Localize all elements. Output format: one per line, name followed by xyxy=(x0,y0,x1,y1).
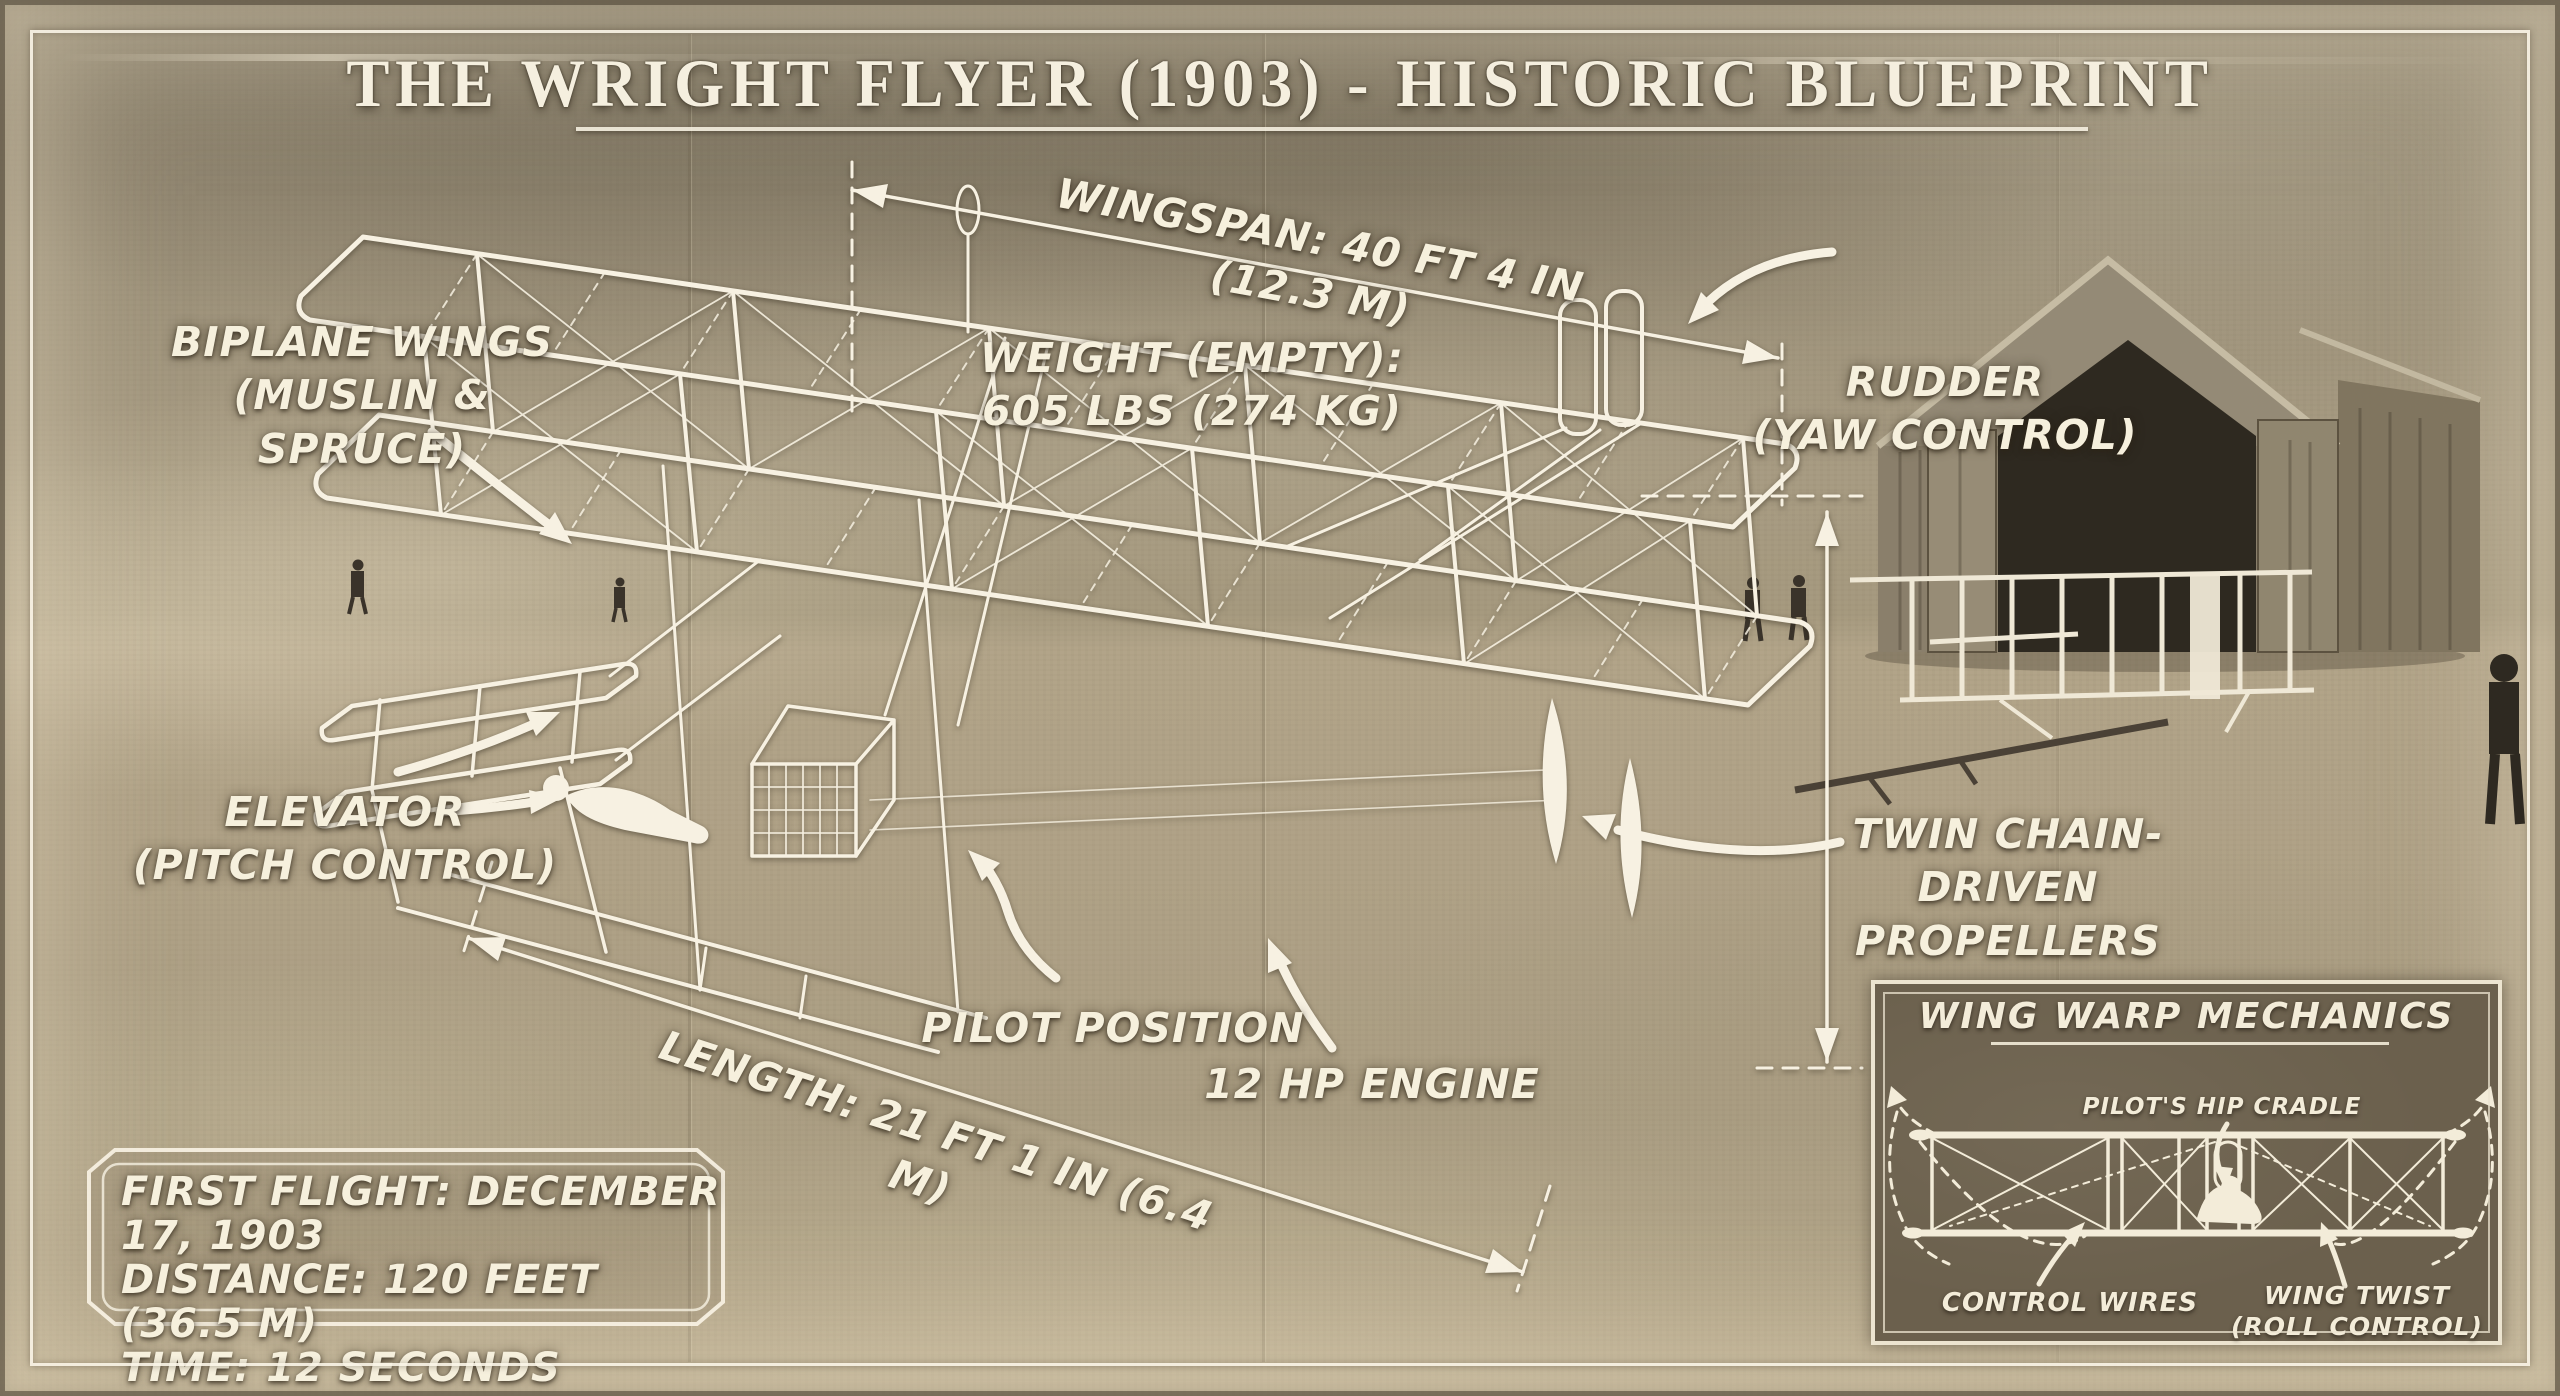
pilot-position-label: PILOT POSITION xyxy=(921,1004,1305,1052)
weight-label: WEIGHT (EMPTY): 605 LBS (274 KG) xyxy=(962,332,1422,439)
biplane-wings-label: BIPLANE WINGS (MUSLIN & SPRUCE) xyxy=(132,316,592,476)
propellers-line2: PROPELLERS xyxy=(1855,916,2161,965)
stats-line-time: TIME: 12 SECONDS xyxy=(121,1345,561,1391)
elevator-line2: (PITCH CONTROL) xyxy=(132,841,558,890)
wing-twist-line1: WING TWIST xyxy=(2263,1281,2450,1310)
scuff-streak-right xyxy=(1620,57,2500,64)
hip-cradle-label: PILOT'S HIP CRADLE xyxy=(2082,1094,2362,1120)
scuff-streak-left xyxy=(60,54,940,61)
biplane-wings-line1: BIPLANE WINGS xyxy=(171,318,553,366)
wing-twist-line2: (ROLL CONTROL) xyxy=(2231,1312,2483,1341)
stats-line-first-flight: FIRST FLIGHT: DECEMBER 17, 1903 xyxy=(121,1169,721,1259)
control-wires-label: CONTROL WIRES xyxy=(1941,1288,2199,1318)
inset-title-underline xyxy=(1991,1042,2389,1045)
wing-warp-inset: WING WARP MECHANICS PILOT'S HIP CRADLE xyxy=(1871,980,2502,1345)
engine-label: 12 HP ENGINE xyxy=(1204,1060,1540,1108)
wing-twist-label: WING TWIST (ROLL CONTROL) xyxy=(2207,1280,2507,1342)
wing-warp-diagram xyxy=(1887,1086,2495,1289)
rudder-line1: RUDDER xyxy=(1845,358,2045,406)
elevator-line1: ELEVATOR xyxy=(224,788,466,836)
weight-label-line1: WEIGHT (EMPTY): xyxy=(979,334,1405,382)
propellers-line1: TWIN CHAIN-DRIVEN xyxy=(1852,810,2164,912)
rudder-line2: (YAW CONTROL) xyxy=(1752,411,2138,460)
page-title: THE WRIGHT FLYER (1903) - HISTORIC BLUEP… xyxy=(346,45,2214,121)
rudder-label: RUDDER (YAW CONTROL) xyxy=(1735,356,2155,463)
biplane-wings-line2: (MUSLIN & SPRUCE) xyxy=(233,371,491,473)
weight-label-line2: 605 LBS (274 KG) xyxy=(982,387,1402,436)
inset-title: WING WARP MECHANICS xyxy=(1918,996,2455,1037)
first-flight-stats-box: FIRST FLIGHT: DECEMBER 17, 1903 DISTANCE… xyxy=(85,1146,727,1390)
stats-line-distance: DISTANCE: 120 FEET (36.5 M) xyxy=(121,1257,598,1347)
elevator-label: ELEVATOR (PITCH CONTROL) xyxy=(115,786,575,893)
title-underline xyxy=(576,127,2088,131)
propellers-label: TWIN CHAIN-DRIVEN PROPELLERS xyxy=(1778,808,2238,968)
